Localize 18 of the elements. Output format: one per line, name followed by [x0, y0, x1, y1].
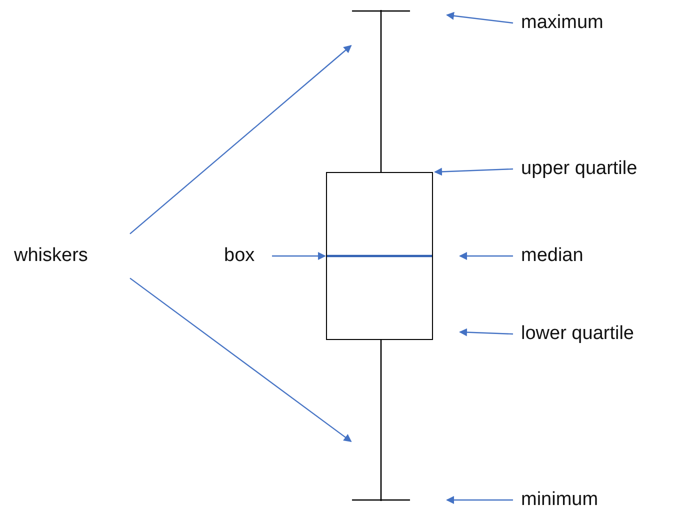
part-label: whiskers	[14, 245, 88, 267]
box-plot-box	[326, 172, 433, 340]
value-label: minimum	[521, 489, 598, 511]
value-label: median	[521, 245, 584, 267]
value-label: maximum	[521, 12, 604, 34]
whisker-line	[352, 340, 410, 501]
leader-arrow	[434, 168, 514, 176]
leader-arrow	[459, 252, 513, 260]
leader-arrow	[130, 278, 352, 442]
leader-arrow	[272, 252, 326, 260]
value-label: lower quartile	[521, 323, 634, 345]
whisker-line	[352, 10, 410, 172]
leader-arrow	[130, 45, 352, 234]
leader-arrow	[459, 328, 514, 336]
value-label: upper quartile	[521, 158, 638, 180]
leader-arrow	[446, 496, 513, 504]
leader-arrow	[446, 12, 514, 24]
part-label: box	[224, 245, 255, 267]
